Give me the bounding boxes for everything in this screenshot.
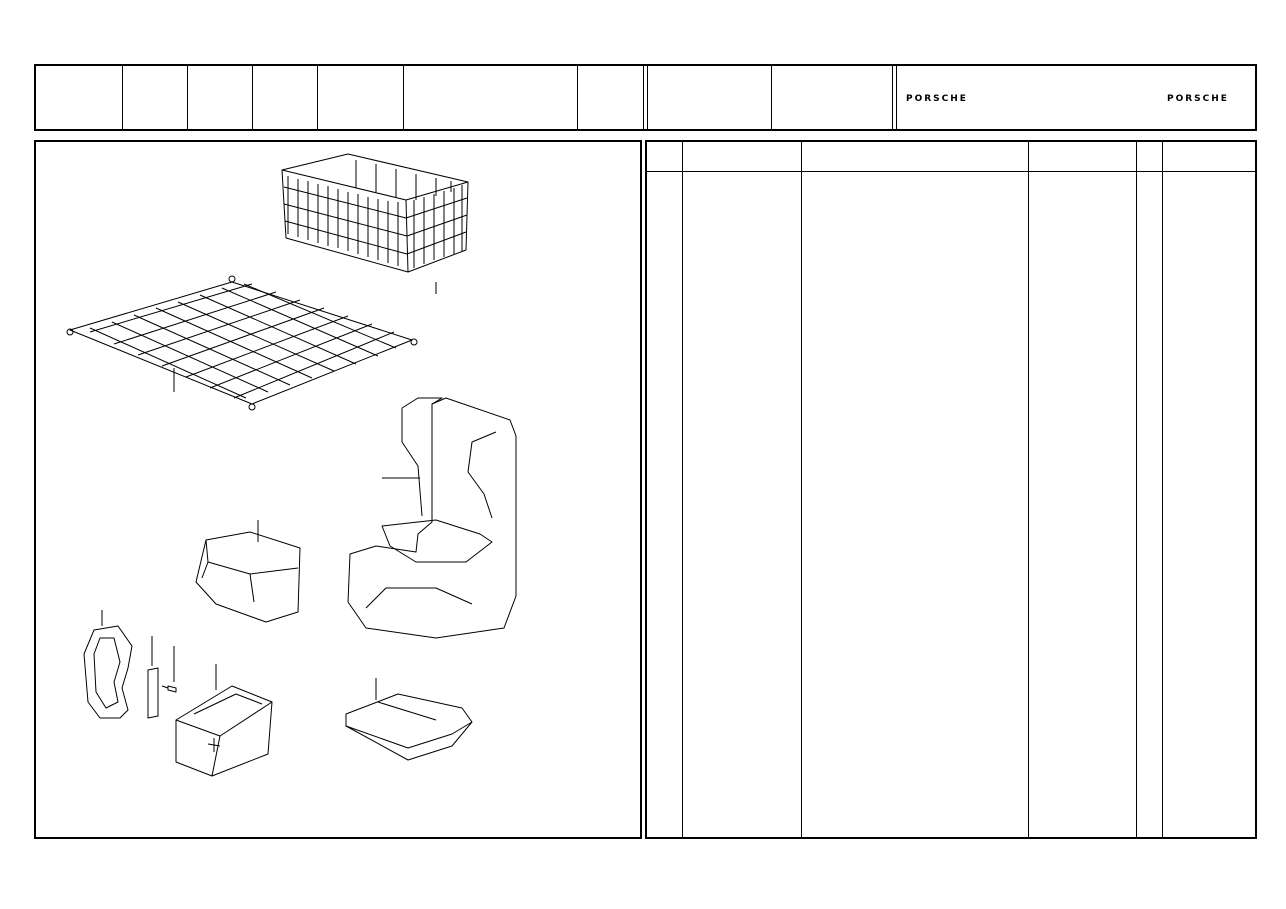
luggage-net-drawing bbox=[66, 275, 418, 411]
table-header-rule bbox=[647, 171, 1255, 172]
title-cell-divider bbox=[771, 66, 772, 129]
title-cell-divider bbox=[577, 66, 578, 129]
seat-belt-guide-drawing bbox=[83, 610, 133, 719]
parts-list-table bbox=[645, 140, 1257, 839]
title-cell-divider bbox=[643, 66, 644, 129]
seat-cushion-drawing bbox=[345, 678, 473, 761]
table-column-divider bbox=[682, 142, 683, 837]
porsche-logo-right: PORSCHE bbox=[1167, 94, 1229, 104]
parts-illustration bbox=[66, 153, 517, 777]
table-column-divider bbox=[1028, 142, 1029, 837]
title-cell-divider bbox=[403, 66, 404, 129]
illustration-panel bbox=[34, 140, 642, 839]
title-cell-divider bbox=[896, 66, 897, 129]
title-cell-divider bbox=[892, 66, 893, 129]
title-block: PORSCHE PORSCHE bbox=[34, 64, 1257, 131]
bracket-and-bolt-drawing bbox=[147, 636, 177, 719]
title-cell-divider bbox=[122, 66, 123, 129]
first-aid-kit-drawing bbox=[175, 664, 273, 777]
child-seat-drawing bbox=[347, 397, 517, 639]
title-cell-divider bbox=[187, 66, 188, 129]
title-cell-divider bbox=[252, 66, 253, 129]
title-cell-divider bbox=[647, 66, 648, 129]
porsche-logo-left: PORSCHE bbox=[906, 94, 968, 104]
table-column-divider bbox=[1162, 142, 1163, 837]
table-column-divider bbox=[1136, 142, 1137, 837]
title-cell-divider bbox=[317, 66, 318, 129]
table-column-divider bbox=[801, 142, 802, 837]
storage-basket-drawing bbox=[281, 153, 469, 294]
booster-seat-drawing bbox=[195, 520, 301, 623]
